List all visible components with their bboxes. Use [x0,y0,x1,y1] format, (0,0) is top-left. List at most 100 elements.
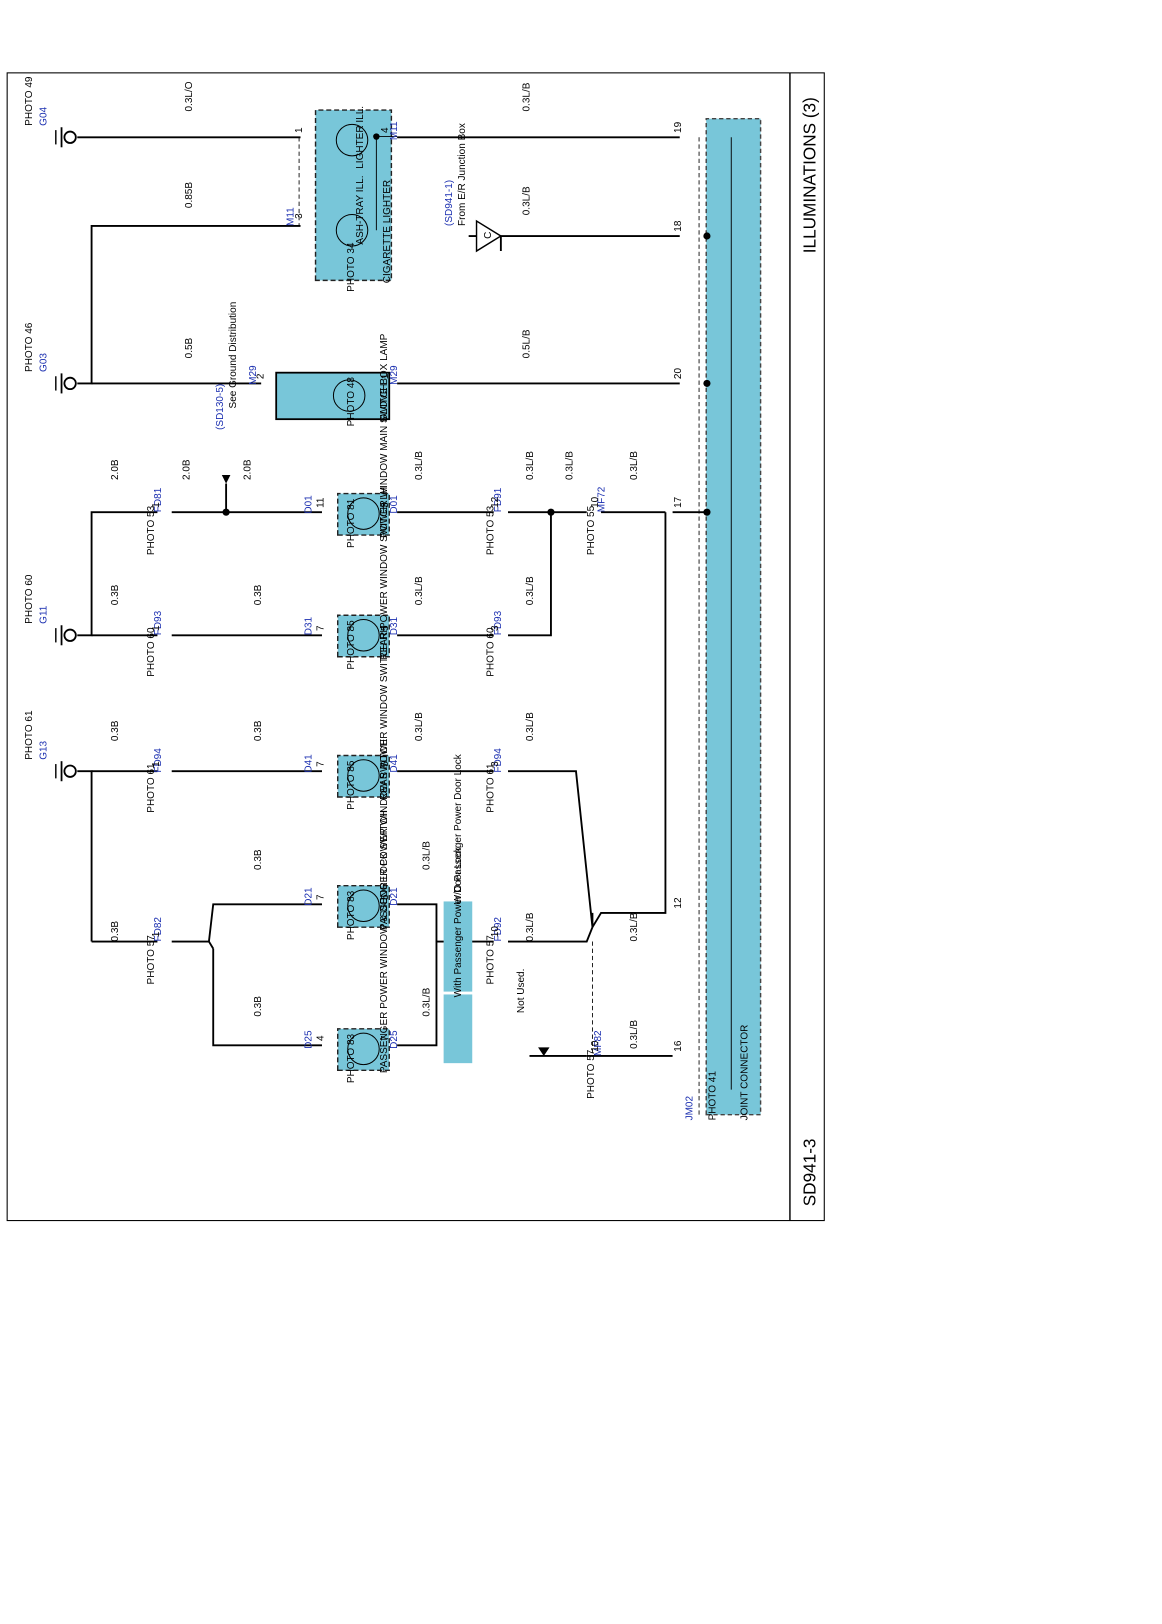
junction-dot [373,133,380,140]
svg-text:1: 1 [151,931,162,937]
glove-lamp-icon [332,379,366,412]
svg-text:W/O Passenger Power Door Lock: W/O Passenger Power Door Lock [453,753,464,904]
svg-text:PHOTO 85: PHOTO 85 [346,760,357,810]
svg-text:0.3L/B: 0.3L/B [629,1020,640,1049]
svg-text:FD94: FD94 [153,748,164,773]
svg-text:PHOTO 60: PHOTO 60 [486,627,497,677]
connector-codes: M11 M11 M29 M29 D01 D01 D31 D31 D41 D41 … [153,121,608,1056]
svg-text:3: 3 [490,625,501,631]
d41-switch: REAR POWER WINDOW SWITCH RH PHOTO 85 [337,625,390,810]
svg-text:PHOTO 60: PHOTO 60 [146,627,157,677]
svg-text:4: 4 [315,1035,326,1041]
svg-text:(SD941-1): (SD941-1) [444,180,455,226]
svg-text:D01: D01 [303,495,314,514]
joint-connector [705,117,762,1116]
svg-text:12: 12 [673,897,684,909]
svg-text:PASSENGER POWER WINDOW SWITCH: PASSENGER POWER WINDOW SWITCH [379,739,390,930]
junction-dot [703,508,711,516]
ashtray-label: ASH-TRAY ILL. [355,175,366,244]
svg-text:1: 1 [151,502,162,508]
svg-text:D41: D41 [303,754,314,773]
svg-text:PHOTO 53: PHOTO 53 [486,505,497,555]
svg-text:D01: D01 [389,495,400,514]
svg-text:M29: M29 [248,365,259,385]
svg-text:0.3L/B: 0.3L/B [521,186,532,215]
svg-text:PHOTO 57: PHOTO 57 [586,1049,597,1099]
svg-text:D25: D25 [303,1030,314,1049]
svg-text:PHOTO 46: PHOTO 46 [24,322,35,372]
svg-text:1: 1 [294,127,305,133]
svg-text:12: 12 [490,496,501,508]
ground-distribution-note: See Ground Distribution (SD130-5) [215,302,239,513]
svg-text:0.5L/B: 0.5L/B [521,329,532,358]
cigarette-photo: PHOTO 34 [346,242,357,292]
svg-text:From E/R Junction Box: From E/R Junction Box [457,123,468,226]
svg-text:7: 7 [315,625,326,631]
d31-switch: REAR POWER WINDOW SWITCH LH PHOTO 85 [337,487,390,670]
page-code: SD941-3 [800,1139,820,1207]
svg-text:MF82: MF82 [593,1030,604,1056]
with-passenger-note: With Passenger Power Door Lock [443,846,473,1064]
junction-dot [703,232,711,240]
svg-text:0.3L/B: 0.3L/B [629,912,640,941]
joint-photo: PHOTO 41 [708,1071,719,1121]
svg-text:0.3B: 0.3B [110,720,121,741]
ground-g03: G03 PHOTO 46 [24,322,77,394]
svg-text:0.3L/B: 0.3L/B [629,451,640,480]
ashtray-lamp-icon [335,214,369,247]
wire-labels: 0.3L/O 0.3L/B 0.85B 0.3L/B 0.5B 0.5L/B 2… [110,81,640,1049]
svg-text:FD91: FD91 [493,487,504,512]
d01-switch: POWER WINDOW MAIN SWITCH PHOTO 81 [337,384,390,548]
cigarette-lighter [314,109,393,282]
svg-text:See Ground Distribution: See Ground Distribution [228,302,239,409]
svg-text:G04: G04 [39,106,50,125]
junction-dot [703,379,711,387]
svg-text:20: 20 [673,368,684,380]
svg-text:0.3L/B: 0.3L/B [421,987,432,1016]
lighter-lamp-icon [335,123,369,157]
pin-numbers: 1 4 3 2 1 19 18 20 17 12 16 11 3 1 12 10… [151,121,684,1051]
svg-text:D25: D25 [389,1030,400,1049]
svg-text:REAR POWER WINDOW SWITCH LH: REAR POWER WINDOW SWITCH LH [379,487,390,660]
svg-text:4: 4 [380,127,391,133]
svg-text:5: 5 [380,894,391,900]
not-used-note: Not Used. [516,969,550,1056]
svg-text:11: 11 [315,497,326,508]
svg-text:POWER WINDOW MAIN SWITCH: POWER WINDOW MAIN SWITCH [379,384,390,538]
svg-text:0.3L/B: 0.3L/B [414,712,425,741]
svg-text:FD93: FD93 [153,610,164,635]
svg-text:2: 2 [255,373,266,379]
svg-text:7: 7 [315,761,326,767]
d21-switch: PASSENGER POWER WINDOW SWITCH PHOTO 83 [337,739,390,940]
svg-text:3: 3 [380,502,391,508]
svg-text:1: 1 [380,373,391,379]
svg-text:PHOTO 57: PHOTO 57 [146,935,157,985]
svg-text:0.3B: 0.3B [110,921,121,942]
svg-text:0.85B: 0.85B [184,182,195,208]
svg-text:3: 3 [294,213,305,219]
svg-text:17: 17 [673,496,684,508]
svg-text:PHOTO 53: PHOTO 53 [146,505,157,555]
svg-text:PHOTO 83: PHOTO 83 [346,890,357,940]
wiring-lines [77,136,707,1057]
svg-text:M11: M11 [389,121,400,140]
svg-text:FD81: FD81 [153,487,164,512]
glove-box-lamp [275,371,391,421]
svg-text:(SD130-5): (SD130-5) [215,384,226,430]
svg-text:FD82: FD82 [153,917,164,942]
svg-text:M11: M11 [285,207,296,226]
joint-connector-label: JOINT CONNECTOR PHOTO 41 JM02 [685,1025,751,1121]
svg-text:19: 19 [673,121,684,133]
svg-text:0.3L/B: 0.3L/B [525,912,536,941]
svg-text:0.3L/B: 0.3L/B [421,841,432,870]
svg-text:D21: D21 [303,887,314,906]
svg-text:2.0B: 2.0B [242,459,253,480]
svg-text:0.3L/O: 0.3L/O [184,81,195,111]
svg-text:0.3B: 0.3B [253,720,264,741]
lighter-label: LIGHTER ILL. [355,106,366,169]
svg-text:0.3L/B: 0.3L/B [525,576,536,605]
svg-text:0.3L/B: 0.3L/B [414,576,425,605]
svg-text:M29: M29 [389,365,400,385]
svg-text:FD92: FD92 [493,917,504,942]
